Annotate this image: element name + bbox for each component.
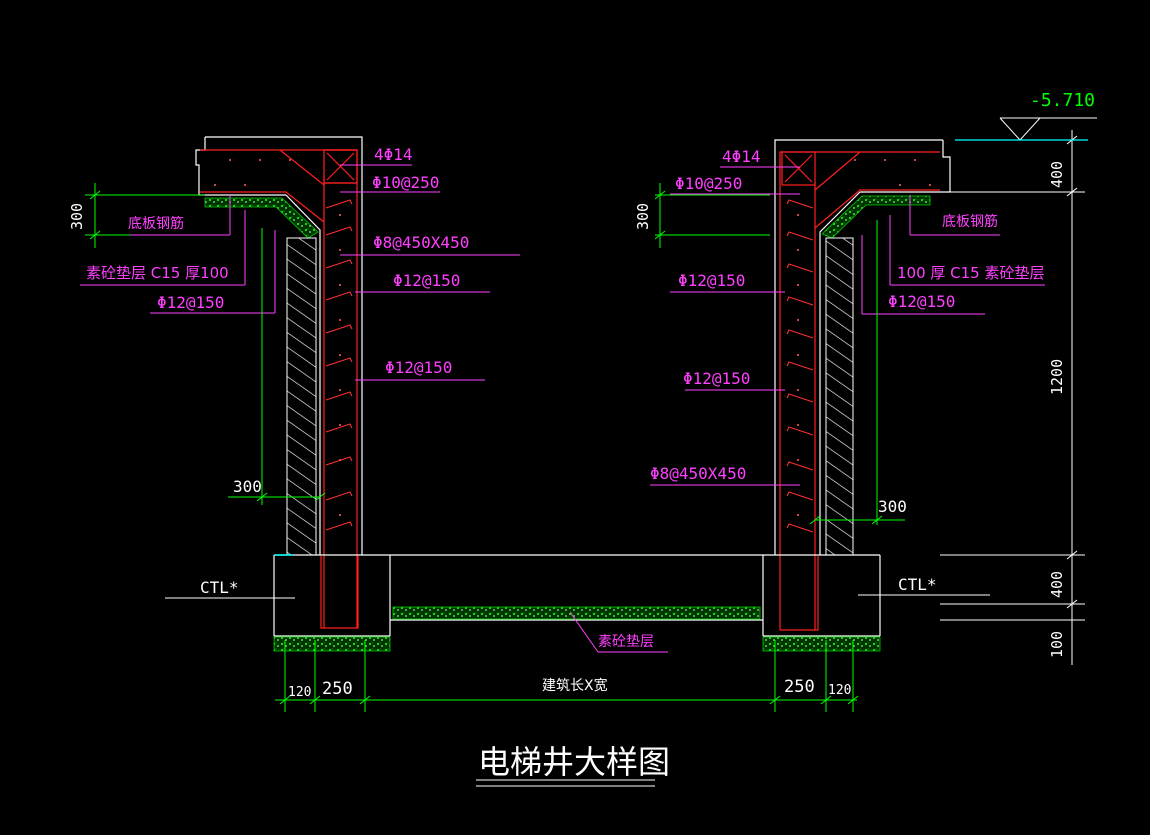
drawing-title: 电梯井大样图 <box>478 743 670 781</box>
left-wall-bar-1-label: Φ12@150 <box>393 271 460 290</box>
left-tie-label: Φ8@450X450 <box>373 233 469 252</box>
right-wall-bar-outer-label: Φ12@150 <box>888 292 955 311</box>
right-cushion-label: 100 厚 C15 素砼垫层 <box>897 264 1045 282</box>
right-dim-300-bottom: 300 <box>878 497 907 516</box>
dim-120-right: 120 <box>828 683 851 698</box>
vdim-100: 100 <box>1048 631 1066 658</box>
left-wall-bar-outer-label: Φ12@150 <box>157 293 224 312</box>
dimension-lines <box>85 183 905 712</box>
vdim-400-top: 400 <box>1048 161 1066 188</box>
dim-250-left: 250 <box>322 679 353 699</box>
right-tie-label: Φ8@450X450 <box>650 464 746 483</box>
leader-lines <box>80 164 1045 653</box>
left-slab-bars-label: 底板钢筋 <box>128 215 184 232</box>
right-wall-bar-2-label: Φ12@150 <box>683 369 750 388</box>
left-wall-structure <box>195 136 363 629</box>
left-wall-bar-2-label: Φ12@150 <box>385 358 452 377</box>
left-top-bars-label: 4Φ14 <box>374 145 413 164</box>
left-top-stirrup-label: Φ10@250 <box>372 173 439 192</box>
right-top-bars-label: 4Φ14 <box>722 147 761 166</box>
left-cushion-label: 素砼垫层 C15 厚100 <box>86 264 229 282</box>
dim-120-left: 120 <box>288 685 311 700</box>
right-top-stirrup-label: Φ10@250 <box>675 174 742 193</box>
left-ctl-label: CTL* <box>200 578 239 597</box>
left-dim-300-top: 300 <box>68 203 86 230</box>
right-dim-300-top: 300 <box>634 203 652 230</box>
vdim-1200: 1200 <box>1048 359 1066 395</box>
dim-250-right: 250 <box>784 677 815 697</box>
bottom-cushion-label: 素砼垫层 <box>598 634 654 650</box>
ctl-leaders <box>165 594 990 599</box>
right-slab-bars-label: 底板钢筋 <box>942 213 998 230</box>
right-wall-bar-1-label: Φ12@150 <box>678 271 745 290</box>
base-slab <box>273 554 881 652</box>
right-wall-structure <box>774 139 951 631</box>
right-ctl-label: CTL* <box>898 575 937 594</box>
elevation-dimension-lines <box>940 117 1097 665</box>
level-label: -5.710 <box>1030 90 1095 111</box>
title-underline <box>476 779 655 787</box>
left-dim-300-bottom: 300 <box>233 477 262 496</box>
length-label: 建筑长X宽 <box>542 677 608 694</box>
vdim-400-bottom: 400 <box>1048 571 1066 598</box>
